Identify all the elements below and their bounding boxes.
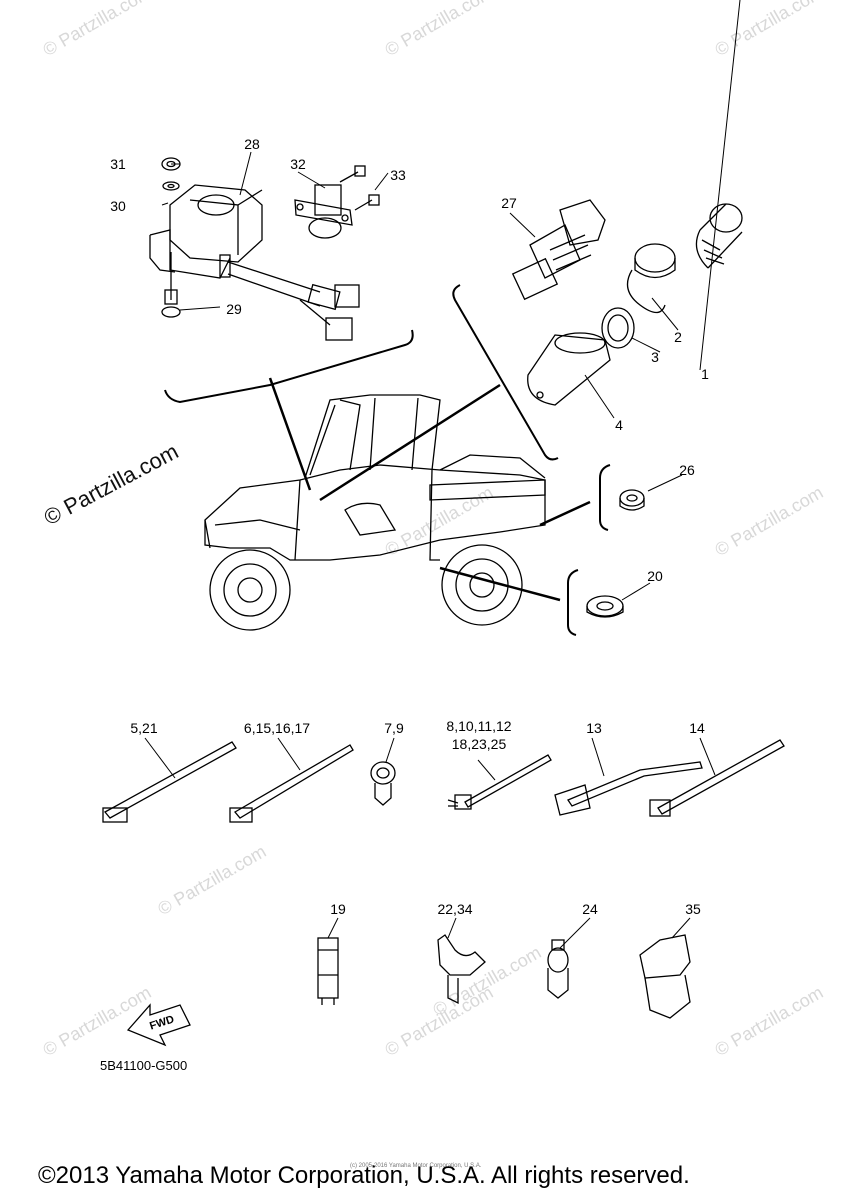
part-20-grommet [586, 595, 624, 618]
clip-22-34 [437, 934, 486, 1005]
callout-22-34: 22,34 [437, 901, 473, 917]
callout-19: 19 [330, 901, 346, 917]
fine-print: (c) 2005-2016 Yamaha Motor Corporation, … [350, 1163, 482, 1169]
part-2-cap [626, 243, 676, 314]
part-3-nut [601, 307, 635, 349]
fwd-arrow-icon [126, 1003, 191, 1047]
callout-30: 30 [110, 198, 126, 214]
callout-24: 24 [582, 901, 598, 917]
diagram-code: 5B41100-G500 [100, 1058, 188, 1073]
part-4-boot [527, 332, 611, 406]
part-32-sensor [294, 184, 353, 239]
callout-35: 35 [685, 901, 701, 917]
callout-bracket [452, 284, 559, 461]
callout-1: 1 [701, 366, 709, 382]
cable-tie-14 [649, 739, 785, 817]
cable-tie-6-15 [229, 744, 354, 823]
callout-26: 26 [679, 462, 695, 478]
copyright-footer: ©2013 Yamaha Motor Corporation, U.S.A. A… [38, 1162, 690, 1189]
part-33-screws [339, 165, 380, 211]
callout-4: 4 [615, 417, 623, 433]
cable-tie-8-10 [447, 754, 552, 810]
callout-bracket [164, 329, 414, 404]
callout-27: 27 [501, 195, 517, 211]
part-30-washer [162, 181, 180, 191]
callout-28: 28 [244, 136, 260, 152]
callout-20: 20 [647, 568, 663, 584]
part-30-washer-hole [167, 183, 175, 189]
callout-bracket [567, 569, 579, 636]
clip-7-9 [370, 761, 396, 806]
vehicle-illustration [204, 394, 546, 631]
part-29-bolt [161, 252, 181, 318]
callout-7-9: 7,9 [384, 720, 404, 736]
callout-33: 33 [390, 167, 406, 183]
callout-32: 32 [290, 156, 306, 172]
callout-8-line2: 18,23,25 [451, 736, 507, 752]
callout-14: 14 [689, 720, 705, 736]
clip-tie-13 [554, 761, 703, 816]
cable-tie-5-21 [102, 741, 237, 823]
clip-19 [317, 937, 339, 1005]
callout-31: 31 [110, 156, 126, 172]
part-26-grommet [619, 489, 645, 511]
callout-8-line1: 8,10,11,12 [446, 718, 512, 734]
part-28-relay-assembly [149, 184, 360, 341]
callout-29: 29 [226, 301, 242, 317]
part-1-socket [695, 203, 743, 269]
callout-5-21: 5,21 [130, 720, 158, 736]
part-27-switch [511, 199, 606, 301]
clip-24 [547, 939, 569, 999]
callout-13: 13 [586, 720, 602, 736]
callout-2: 2 [674, 329, 682, 345]
callout-3: 3 [651, 349, 659, 365]
callout-bracket [599, 464, 611, 531]
clip-35 [639, 934, 691, 1019]
callout-6-15-16-17: 6,15,16,17 [243, 720, 311, 736]
